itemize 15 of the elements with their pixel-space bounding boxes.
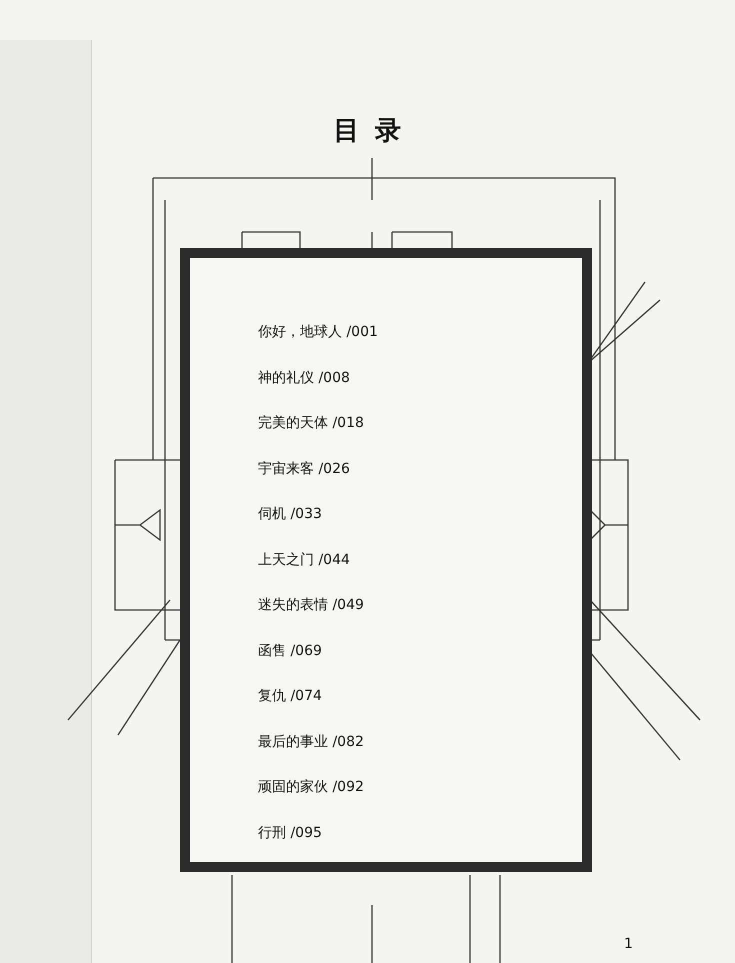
contents-entry: 复仇 /074 (258, 687, 322, 706)
contents-entry: 行刑 /095 (258, 824, 322, 842)
contents-entry: 伺机 /033 (258, 505, 322, 524)
contents-entry: 函售 /069 (258, 642, 322, 660)
contents-entry: 顽固的家伙 /092 (258, 778, 364, 797)
contents-entry: 上天之门 /044 (258, 550, 350, 570)
contents-entry: 最后的事业 /082 (258, 732, 364, 752)
contents-entry: 完美的天体 /018 (258, 414, 364, 433)
contents-entry: 迷失的表情 /049 (258, 596, 364, 615)
title: 目录 (332, 115, 418, 148)
contents-entry: 宇宙来客 /026 (258, 460, 350, 478)
contents-frame (180, 248, 592, 872)
contents-entry: 你好，地球人 /001 (258, 323, 378, 342)
contents-entry: 神的礼仪 /008 (258, 368, 350, 388)
page-number: 1 (624, 935, 633, 954)
